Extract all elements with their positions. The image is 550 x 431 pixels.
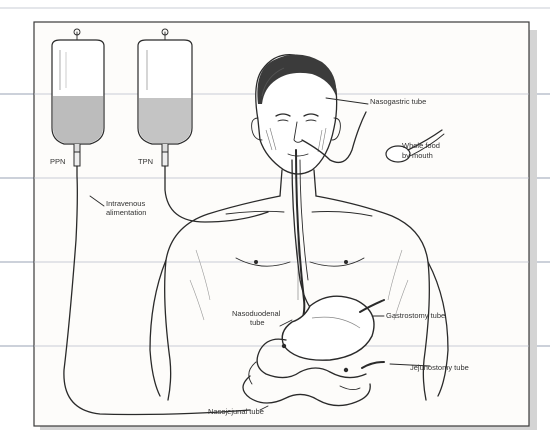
- label-nasojejunal: Nasojejunal tube: [208, 407, 264, 416]
- label-bag-left: PPN: [50, 157, 65, 166]
- label-intravenous-line2: alimentation: [106, 208, 146, 217]
- label-nasoduodenal-line2: tube: [250, 318, 265, 327]
- label-bag-right: TPN: [138, 157, 153, 166]
- label-intravenous-line1: Intravenous: [106, 199, 145, 208]
- label-whole-food-line2: by mouth: [402, 151, 433, 160]
- label-jejunostomy: Jejunostomy tube: [410, 363, 469, 372]
- label-nasoduodenal-line1: Nasoduodenal: [232, 309, 281, 318]
- label-nasogastric: Nasogastric tube: [370, 97, 426, 106]
- label-gastrostomy: Gastrostomy tube: [386, 311, 445, 320]
- label-whole-food-line1: Whole food: [402, 141, 440, 150]
